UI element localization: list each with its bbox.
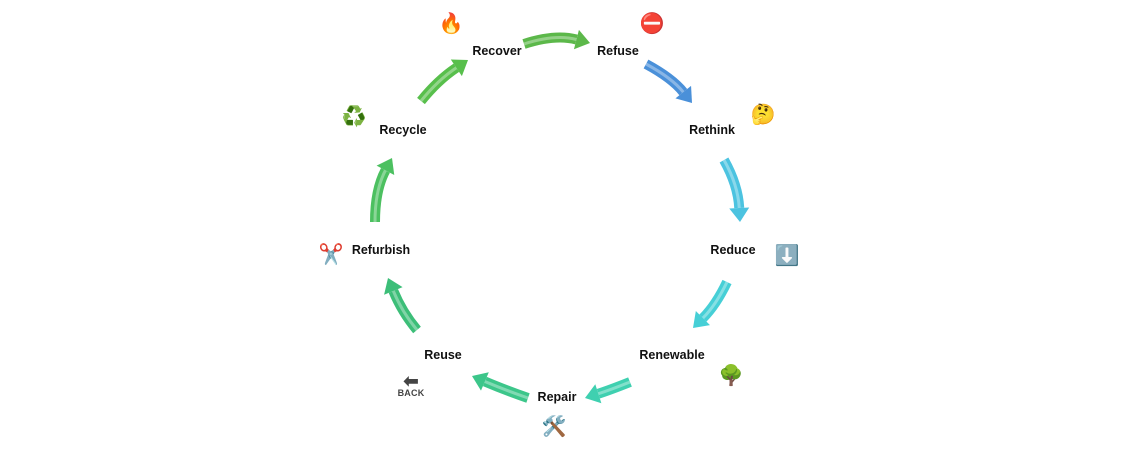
- arrow-highlight-refuse-to-rethink: [645, 62, 685, 94]
- stage-label-reuse: Reuse: [424, 348, 462, 362]
- arrow-head-repair-to-reuse: [472, 372, 489, 391]
- back-text: BACK: [397, 388, 425, 398]
- arrow-shaft-repair-to-reuse: [482, 376, 530, 403]
- arrow-head-refuse-to-rethink: [675, 85, 692, 103]
- arrow-shaft-rethink-to-reduce: [719, 157, 745, 209]
- arrow-highlight-reuse-to-refurbish: [391, 290, 419, 331]
- stage-label-recover: Recover: [472, 44, 522, 58]
- arrow-shaft-reduce-to-renewable: [699, 279, 732, 322]
- scissors-icon: ✂️: [318, 244, 344, 266]
- arrow-head-rethink-to-reduce: [729, 207, 750, 222]
- arrow-head-recycle-to-recover: [450, 59, 468, 77]
- stage-label-refurbish: Refurbish: [351, 243, 411, 257]
- recycle-icon: ♻️: [341, 106, 367, 128]
- arrow-highlight-reduce-to-renewable: [701, 281, 729, 320]
- arrow-head-refurbish-to-recycle: [376, 158, 395, 176]
- arrow-shaft-recover-to-refuse: [522, 32, 578, 49]
- stage-label-refuse: Refuse: [597, 44, 639, 58]
- thinking-face-icon: 🤔: [750, 104, 776, 126]
- arrow-shaft-reuse-to-refurbish: [388, 288, 421, 334]
- stage-label-repair: Repair: [537, 390, 577, 404]
- stage-label-recycle: Recycle: [379, 123, 427, 137]
- arrow-shaft-refurbish-to-recycle: [370, 168, 390, 223]
- back-arrow-icon: ⬅ BACK: [397, 371, 425, 398]
- arrow-head-reuse-to-refurbish: [384, 278, 403, 295]
- no-entry-icon: ⛔: [639, 13, 665, 35]
- stage-label-rethink: Rethink: [689, 123, 735, 137]
- arrow-highlight-repair-to-reuse: [484, 380, 529, 400]
- arrow-shaft-recycle-to-recover: [417, 63, 460, 105]
- back-arrow-glyph: ⬅: [403, 371, 419, 391]
- fire-icon: 🔥: [438, 13, 464, 35]
- arrow-highlight-recover-to-refuse: [523, 36, 577, 46]
- arrow-highlight-refurbish-to-recycle: [373, 169, 387, 223]
- arrow-head-recover-to-refuse: [573, 29, 590, 50]
- tree-icon: 🌳: [718, 365, 744, 387]
- stage-label-renewable: Renewable: [639, 348, 705, 362]
- stage-label-reduce: Reduce: [710, 243, 756, 257]
- arrow-head-renewable-to-repair: [585, 384, 602, 404]
- arrow-shaft-refuse-to-rethink: [643, 59, 688, 96]
- arrow-shaft-renewable-to-repair: [596, 377, 632, 399]
- down-arrow-button-icon: ⬇️: [774, 245, 800, 267]
- hammer-and-wrench-icon: 🛠️: [541, 416, 567, 438]
- arrow-highlight-rethink-to-reduce: [722, 159, 741, 209]
- arrow-head-reduce-to-renewable: [693, 311, 710, 328]
- arrow-highlight-recycle-to-recover: [419, 66, 458, 102]
- arrow-highlight-renewable-to-repair: [597, 380, 631, 396]
